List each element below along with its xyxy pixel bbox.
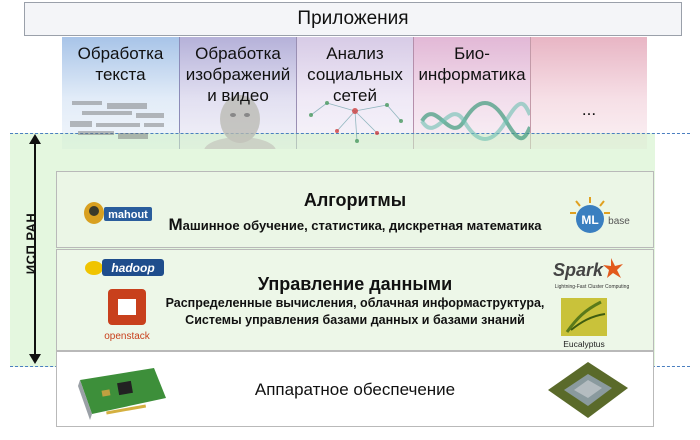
app-label-line: и видео xyxy=(207,86,269,105)
app-label-line: социальных xyxy=(307,65,403,84)
algorithms-title: Алгоритмы xyxy=(303,190,407,210)
algorithms-subtitle: Машинное обучение, статистика, дискретна… xyxy=(57,215,653,235)
isp-ras-label: ИСП РАН xyxy=(23,212,39,275)
app-label-line: Обработка xyxy=(195,44,281,63)
app-label-line: информатика xyxy=(418,65,526,84)
network-card-icon xyxy=(78,368,166,420)
app-label-line: Анализ xyxy=(326,44,384,63)
app-label-line: Био- xyxy=(454,44,490,63)
network-graph-icon xyxy=(309,101,403,143)
hadoop-logo: hadoop xyxy=(85,259,164,276)
mahout-logo: mahout xyxy=(84,202,152,224)
app-column-text-processing: Обработка текста xyxy=(62,37,179,149)
app-label-ellipsis: ... xyxy=(581,100,597,119)
mlbase-logo-text: ML xyxy=(581,213,598,227)
openstack-logo-text: openstack xyxy=(104,331,151,342)
app-column-more: ... xyxy=(530,37,647,149)
word-cloud-icon xyxy=(70,101,164,139)
openstack-logo: openstack xyxy=(104,289,151,342)
data-management-line-2: Системы управления базами данных и базам… xyxy=(185,313,525,327)
app-column-social-networks: Анализ социальных сетей xyxy=(296,37,413,149)
eucalyptus-logo: Eucalyptus xyxy=(561,298,607,349)
hardware-layer: Аппаратное обеспечение xyxy=(56,351,654,427)
app-column-image-video: Обработка изображений и видео xyxy=(179,37,296,149)
mlbase-logo-suffix: base xyxy=(608,216,630,227)
dna-helix-icon xyxy=(420,101,530,141)
app-column-bioinformatics: Био- информатика xyxy=(413,37,530,149)
mahout-logo-text: mahout xyxy=(108,209,148,221)
data-management-line-1: Распределенные вычисления, облачная инфо… xyxy=(165,296,545,310)
spark-logo-text: Spark xyxy=(553,260,604,280)
algorithms-layer: Алгоритмы Машинное обучение, статистика,… xyxy=(56,171,654,248)
eucalyptus-logo-text: Eucalyptus xyxy=(563,339,605,349)
spark-logo-tagline: Lightning-Fast Cluster Computing xyxy=(555,284,630,290)
algorithms-subtitle-initial: М xyxy=(168,215,183,234)
app-label-line: Обработка xyxy=(77,44,164,63)
mlbase-logo: ML base xyxy=(570,197,630,233)
applications-header-label: Приложения xyxy=(297,8,409,29)
face-render-icon xyxy=(204,95,276,149)
cpu-chip-icon xyxy=(548,362,628,418)
applications-header: Приложения xyxy=(24,2,682,36)
app-label-line: изображений xyxy=(185,65,291,84)
hadoop-logo-text: hadoop xyxy=(111,261,154,275)
app-label-line: текста xyxy=(95,65,146,84)
algorithms-subtitle-rest: ашинное обучение, статистика, дискретная… xyxy=(182,218,542,233)
data-management-title: Управление данными xyxy=(257,274,453,294)
region-boundary-top xyxy=(10,133,690,134)
spark-logo: Spark Lightning-Fast Cluster Computing xyxy=(553,258,630,290)
hardware-title: Аппаратное обеспечение xyxy=(254,380,456,399)
double-arrow-icon xyxy=(29,134,41,364)
app-label-line: сетей xyxy=(333,86,377,105)
